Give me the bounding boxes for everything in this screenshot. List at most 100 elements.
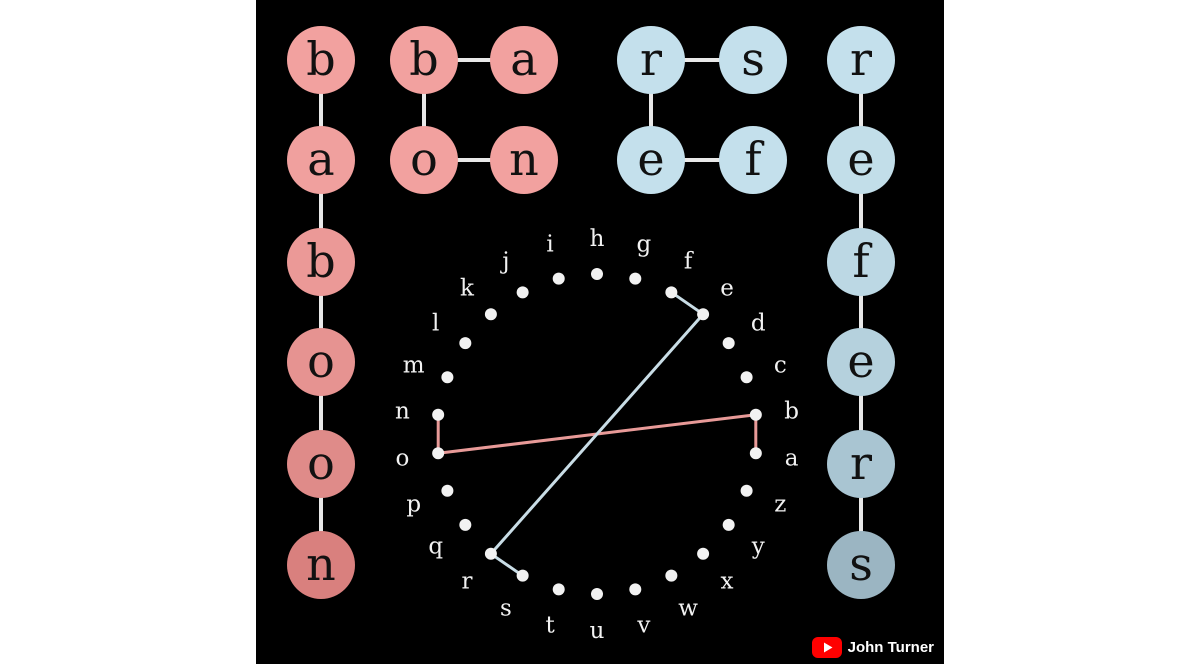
wheel-dot-c	[740, 371, 753, 384]
wheel-label-b: b	[784, 398, 799, 424]
referrers-node-5: s	[827, 531, 895, 599]
wheel-label-j: j	[499, 249, 509, 275]
grid-left-node-o-circle	[390, 126, 458, 194]
grid-left-node-n: n	[490, 126, 558, 194]
wheel-label-t: t	[545, 612, 555, 638]
baboon-node-2: b	[287, 228, 355, 296]
grid-right-node-s-letter: s	[741, 32, 765, 86]
grid-left-node-o-letter: o	[410, 132, 438, 186]
grid-left-node-n-letter: n	[509, 132, 539, 186]
wheel-label-e: e	[720, 275, 734, 301]
grid-right-node-e-circle	[617, 126, 685, 194]
youtube-play-icon	[811, 637, 842, 658]
grid-right-node-e-letter: e	[637, 132, 664, 186]
wheel-dot-s	[516, 569, 529, 582]
grid-right-node-s-circle	[719, 26, 787, 94]
wheel-dot-q	[459, 518, 472, 531]
baboon-node-4: o	[287, 430, 355, 498]
referrers-node-0-letter: r	[850, 32, 872, 86]
baboon-node-3: o	[287, 328, 355, 396]
baboon-node-3-letter: o	[307, 334, 335, 388]
wheel-label-o: o	[395, 446, 409, 472]
wheel-link-1	[489, 290, 705, 578]
wheel-dot-y	[722, 518, 735, 531]
wheel-dot-o	[432, 447, 445, 460]
wheel-label-f: f	[684, 249, 694, 275]
referrers-node-3-circle	[827, 328, 895, 396]
grid-right-node-r-letter: r	[640, 32, 662, 86]
wheel-label-m: m	[403, 353, 425, 379]
wheel-dot-g	[629, 272, 642, 285]
referrers-node-4: r	[827, 430, 895, 498]
wheel-dot-u	[591, 588, 603, 600]
referrers-node-3: e	[827, 328, 895, 396]
grid-right-node-r: r	[617, 26, 685, 94]
wheel-label-g: g	[637, 232, 652, 258]
baboon-node-5: n	[287, 531, 355, 599]
baboon-node-1: a	[287, 126, 355, 194]
wheel-dot-j	[516, 286, 529, 299]
wheel-dot-n	[432, 408, 445, 421]
wheel-label-q: q	[428, 533, 443, 559]
wheel-dot-i	[552, 272, 565, 285]
grid-right-node-f-circle	[719, 126, 787, 194]
grid-left-node-a-circle	[490, 26, 558, 94]
wheel-label-n: n	[395, 398, 410, 424]
wheel-label-c: c	[774, 353, 787, 379]
baboon-node-4-letter: o	[307, 436, 335, 490]
wheel-label-r: r	[462, 569, 473, 595]
referrers-node-0: r	[827, 26, 895, 94]
referrers-node-5-circle	[827, 531, 895, 599]
wheel-dot-w	[665, 569, 678, 582]
wheel-dot-p	[441, 484, 454, 497]
baboon-node-2-circle	[287, 228, 355, 296]
referrers-node-3-letter: e	[847, 334, 874, 388]
baboon-node-1-letter: a	[307, 132, 334, 186]
wheel-dot-v	[629, 583, 642, 596]
wheel-label-h: h	[590, 226, 605, 252]
baboon-node-0-circle	[287, 26, 355, 94]
referrers-node-2-letter: f	[852, 234, 872, 288]
grid-right-node-e: e	[617, 126, 685, 194]
baboon-node-5-circle	[287, 531, 355, 599]
wheel-label-k: k	[460, 275, 475, 301]
wheel-dot-f	[665, 286, 678, 299]
referrers-node-1-circle	[827, 126, 895, 194]
grid-left-node-o: o	[390, 126, 458, 194]
baboon-node-5-letter: n	[306, 537, 336, 591]
wheel-label-d: d	[751, 311, 766, 337]
wheel-dot-b	[749, 408, 762, 421]
channel-name: John Turner	[847, 639, 934, 656]
channel-watermark[interactable]: John Turner	[807, 635, 938, 660]
baboon-node-2-letter: b	[306, 234, 335, 288]
grid-left-node-b-circle	[390, 26, 458, 94]
wheel-label-z: z	[774, 492, 786, 518]
grid-right-node-r-circle	[617, 26, 685, 94]
baboon-node-1-circle	[287, 126, 355, 194]
referrers-node-4-letter: r	[850, 436, 872, 490]
wheel-dot-h	[591, 268, 603, 280]
wheel-dot-m	[441, 371, 454, 384]
wheel-label-u: u	[590, 618, 605, 644]
grid-right-node-s: s	[719, 26, 787, 94]
wheel-label-x: x	[721, 569, 734, 595]
baboon-node-4-circle	[287, 430, 355, 498]
wheel-dot-z	[740, 484, 753, 497]
baboon-node-0-letter: b	[306, 32, 335, 86]
wheel-label-w: w	[678, 596, 698, 622]
grid-left-node-b-letter: b	[409, 32, 438, 86]
grid-left-node-a: a	[490, 26, 558, 94]
referrers-node-2: f	[827, 228, 895, 296]
wheel-label-l: l	[432, 311, 439, 337]
wheel-dot-e	[697, 308, 710, 321]
grid-right-node-f: f	[719, 126, 787, 194]
wheel-dot-a	[749, 447, 762, 460]
referrers-node-4-circle	[827, 430, 895, 498]
wheel-dot-t	[552, 583, 565, 596]
referrers-node-2-circle	[827, 228, 895, 296]
wheel-label-p: p	[406, 492, 421, 518]
wheel-label-s: s	[500, 596, 512, 622]
referrers-node-0-circle	[827, 26, 895, 94]
